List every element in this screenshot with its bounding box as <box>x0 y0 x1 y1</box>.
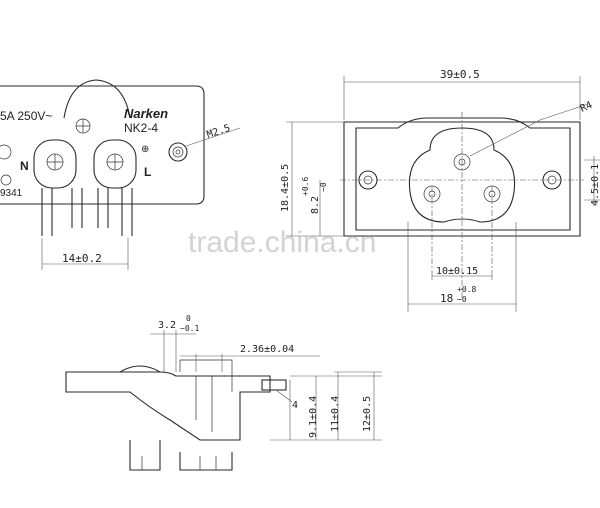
r-leader <box>469 103 589 157</box>
dim-m25: M2.5 <box>206 123 232 141</box>
dim-line-39 <box>343 76 581 120</box>
terminal-pins <box>41 188 133 236</box>
right-cavity <box>93 139 137 189</box>
dim-32: 3.2 <box>158 320 176 331</box>
centerlines <box>340 112 584 300</box>
dim-line-45 <box>584 156 600 206</box>
left-contact-icon <box>46 153 64 171</box>
dim-12: 12±0.5 <box>362 396 373 432</box>
cert-code: 9341 <box>0 188 23 199</box>
dim-line-14 <box>41 238 129 270</box>
screw-left-icon <box>0 144 12 160</box>
side-terminals <box>129 440 233 471</box>
m25-leader <box>185 127 241 147</box>
side-view: 3.2 0 −0.1 2.36±0.04 4 9.1±0.4 11±0.4 12… <box>65 314 382 471</box>
dim-line-10 <box>431 270 493 280</box>
l-label: L <box>144 165 151 179</box>
center-lobe <box>63 79 131 119</box>
dim-18-tol-dn: −0 <box>457 295 467 304</box>
rating-label: 5A 250V~ <box>0 109 52 123</box>
rear-view: 39±0.5 R4 18.4±0.5 8.2 +0.6 −0 4.5±0.1 1… <box>280 68 600 312</box>
flange-outline <box>355 117 571 231</box>
dim-14: 14±0.2 <box>62 252 102 265</box>
dim-4: 4 <box>292 400 298 411</box>
ground-symbol: ⊕ <box>141 144 149 155</box>
dim-82-tol-up: +0.6 <box>301 177 310 196</box>
dim-32-tol-dn: −0.1 <box>180 324 199 333</box>
dim-18: 18 <box>440 292 453 305</box>
side-body <box>65 371 271 441</box>
side-stub <box>261 379 287 391</box>
dim-45: 4.5±0.1 <box>590 164 600 206</box>
dim-236: 2.36±0.04 <box>240 344 294 355</box>
left-cavity <box>33 139 77 189</box>
dim-82-tol-dn: −0 <box>319 182 328 192</box>
housing-outline <box>0 85 205 205</box>
top-contact-icon <box>75 118 91 134</box>
dim-line-18 <box>407 222 517 312</box>
dim-18-tol-up: +0.8 <box>457 285 476 294</box>
side-curve <box>119 365 161 373</box>
dim-10: 10±0.15 <box>436 266 478 277</box>
dim-82: 8.2 <box>310 196 321 214</box>
dim-lines-heights <box>270 371 382 441</box>
brand-label: Narken <box>124 106 168 121</box>
screw-right-icon <box>168 142 188 162</box>
dim-line-236 <box>180 354 320 372</box>
cert-mark-icon <box>0 174 12 186</box>
dim-91: 9.1±0.4 <box>308 396 319 438</box>
n-label: N <box>20 159 29 173</box>
dim-11: 11±0.4 <box>330 396 341 432</box>
trefoil-outline <box>408 127 516 223</box>
side-contact <box>179 359 233 432</box>
watermark-text: trade.china.cn <box>188 226 376 259</box>
dim-184: 18.4±0.5 <box>280 164 291 212</box>
right-contact-icon <box>106 153 124 171</box>
d4-leader <box>275 389 293 403</box>
dim-32-tol-up: 0 <box>186 314 191 323</box>
dim-line-184 <box>286 121 344 237</box>
outer-body <box>343 121 581 237</box>
dim-r4: R4 <box>579 100 595 115</box>
model-label: NK2-4 <box>124 121 158 135</box>
dim-line-32 <box>150 330 196 372</box>
side-terminal-detail <box>141 456 217 470</box>
dim-39: 39±0.5 <box>440 68 480 81</box>
